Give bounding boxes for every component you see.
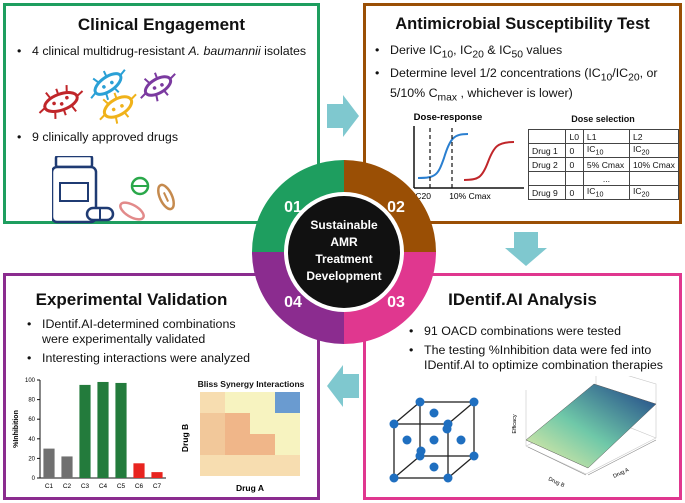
efficacy-surface <box>525 383 657 469</box>
center-label: Sustainable AMR Treatment Development <box>306 218 381 283</box>
svg-text:Development: Development <box>306 269 381 283</box>
panel-title: Experimental Validation <box>35 290 228 309</box>
capsule-icon <box>85 206 115 222</box>
x-tick-label: C5 <box>117 483 126 490</box>
center-disc <box>288 196 400 308</box>
surface-x-label-b: Drug B <box>547 476 565 489</box>
bar-c2 <box>61 456 73 478</box>
x-tick-label: C7 <box>153 483 162 490</box>
yellow-bacterium-icon <box>99 92 137 124</box>
panel-title: IDentif.AI Analysis <box>448 290 597 309</box>
bullet-list: Derive IC10, IC20 & IC50 values Determin… <box>372 43 682 109</box>
arrow-left-icon <box>327 365 359 407</box>
surface-axis-ticks <box>527 439 657 476</box>
bacteria-illustration <box>38 69 176 124</box>
table-row: Drug 2 0 5% Cmax 10% Cmax <box>527 157 680 172</box>
svg-text:AMR: AMR <box>330 235 358 249</box>
heatmap-cells <box>200 392 300 476</box>
bullet-derive-ic: Derive IC10, IC20 & IC50 values <box>372 43 682 62</box>
bar-c7 <box>151 472 163 478</box>
dose-response-plot: Dose-response IC20 10% Cmax <box>413 112 524 201</box>
y-tick-label: 0 <box>32 476 36 482</box>
x-tick-label: C3 <box>81 483 90 490</box>
bullet-determine-levels: Determine level 1/2 concentrations (IC10… <box>372 66 682 105</box>
bar-c4 <box>97 381 109 478</box>
experimental-validation-panel: Experimental Validation IDentif.AI-deter… <box>3 273 320 500</box>
x-tick-label: C1 <box>45 483 54 490</box>
pink-pill-icon <box>119 201 145 221</box>
ic20-label: IC20 <box>413 191 431 201</box>
cmax-label: 10% Cmax <box>449 191 491 201</box>
dose-selection-label: Dose selection <box>571 114 635 124</box>
y-tick-label: 60 <box>28 417 35 423</box>
green-tablet-icon <box>130 176 150 196</box>
panel-title: Clinical Engagement <box>77 15 246 34</box>
purple-bacterium-icon <box>140 72 176 102</box>
x-tick-label: C4 <box>99 483 108 490</box>
x-tick-label: C2 <box>63 483 72 490</box>
badge-03: 03 <box>387 294 405 311</box>
badge-01: 01 <box>284 199 302 216</box>
oacd-cube-diagram <box>389 397 479 483</box>
drugs-illustration <box>52 156 175 224</box>
bullet-list-2: 9 clinically approved drugs <box>14 130 314 149</box>
y-tick-label: 80 <box>28 398 35 404</box>
y-tick-label: 20 <box>28 456 35 462</box>
bullet-list: 4 clinical multidrug-resistant A. bauman… <box>14 44 314 63</box>
y-tick-label: 100 <box>25 378 36 384</box>
bar-c3 <box>79 384 91 478</box>
table-row: ... <box>527 171 680 186</box>
bullet-list: 91 OACD combinations were tested The tes… <box>406 324 681 377</box>
quadrant-01: 01 <box>252 160 344 252</box>
svg-text:Treatment: Treatment <box>315 252 372 266</box>
bar-c1 <box>43 448 55 478</box>
dose-selection-table: L0 L1 L2 Drug 1 0 IC10 IC20 Drug 2 0 5% … <box>527 129 680 200</box>
red-curve <box>463 141 515 181</box>
x-tick-label: C6 <box>135 483 144 490</box>
response-surface-plot: Efficacy Drug B Drug A <box>512 376 657 489</box>
table-row: Drug 9 0 IC10 IC20 <box>527 185 680 200</box>
bar-c6 <box>133 463 145 478</box>
identif-ai-analysis-panel: IDentif.AI Analysis 91 OACD combinations… <box>363 273 682 500</box>
clinical-engagement-panel: Clinical Engagement 4 clinical multidrug… <box>3 3 320 224</box>
table-row: Drug 1 0 IC10 IC20 <box>527 143 680 158</box>
badge-04: 04 <box>284 294 302 311</box>
badge-02: 02 <box>387 199 405 216</box>
arrow-right-icon <box>327 95 359 137</box>
table-header-row: L0 L1 L2 <box>527 129 680 144</box>
surface-x-label-a: Drug A <box>612 467 630 480</box>
blue-curve <box>417 133 469 179</box>
svg-text:Sustainable: Sustainable <box>310 218 378 232</box>
quadrant-03: 03 <box>344 252 436 344</box>
quadrant-02: 02 <box>344 160 436 252</box>
red-bacterium-icon <box>38 85 84 119</box>
y-tick-label: 40 <box>28 437 35 443</box>
brown-pill-icon <box>157 183 175 211</box>
surface-y-label: Efficacy <box>512 414 518 433</box>
quadrant-04: 04 <box>252 252 344 344</box>
bullet-oacd: 91 OACD combinations were tested <box>406 324 681 339</box>
bliss-synergy-heatmap: Drug B Drug A <box>182 392 300 493</box>
bullet-drugs: 9 clinically approved drugs <box>14 130 314 145</box>
arrow-down-icon <box>505 232 547 266</box>
pill-bottle-icon <box>52 156 98 224</box>
antimicrobial-susceptibility-panel: Antimicrobial Susceptibility Test Derive… <box>363 3 682 224</box>
bullet-interactions: Interesting interactions were analyzed <box>24 351 304 366</box>
panel-title: Antimicrobial Susceptibility Test <box>395 15 650 33</box>
heatmap-y-label: Drug B <box>182 424 190 452</box>
blue-bacterium-icon <box>90 69 126 101</box>
heatmap-title: Bliss Synergy Interactions <box>197 379 305 389</box>
bullet-isolates: 4 clinical multidrug-resistant A. bauman… <box>14 44 314 59</box>
center-cycle: 01 02 03 04 Sustainable AMR Treatment De… <box>252 160 436 344</box>
bar-c5 <box>115 382 127 478</box>
bullet-testing-data: The testing %Inhibition data were fed in… <box>406 343 681 373</box>
y-axis-label: %Inhibition <box>13 410 20 448</box>
heatmap-x-label: Drug A <box>236 483 264 493</box>
dose-response-label: Dose-response <box>414 112 483 123</box>
design-points <box>389 397 479 483</box>
